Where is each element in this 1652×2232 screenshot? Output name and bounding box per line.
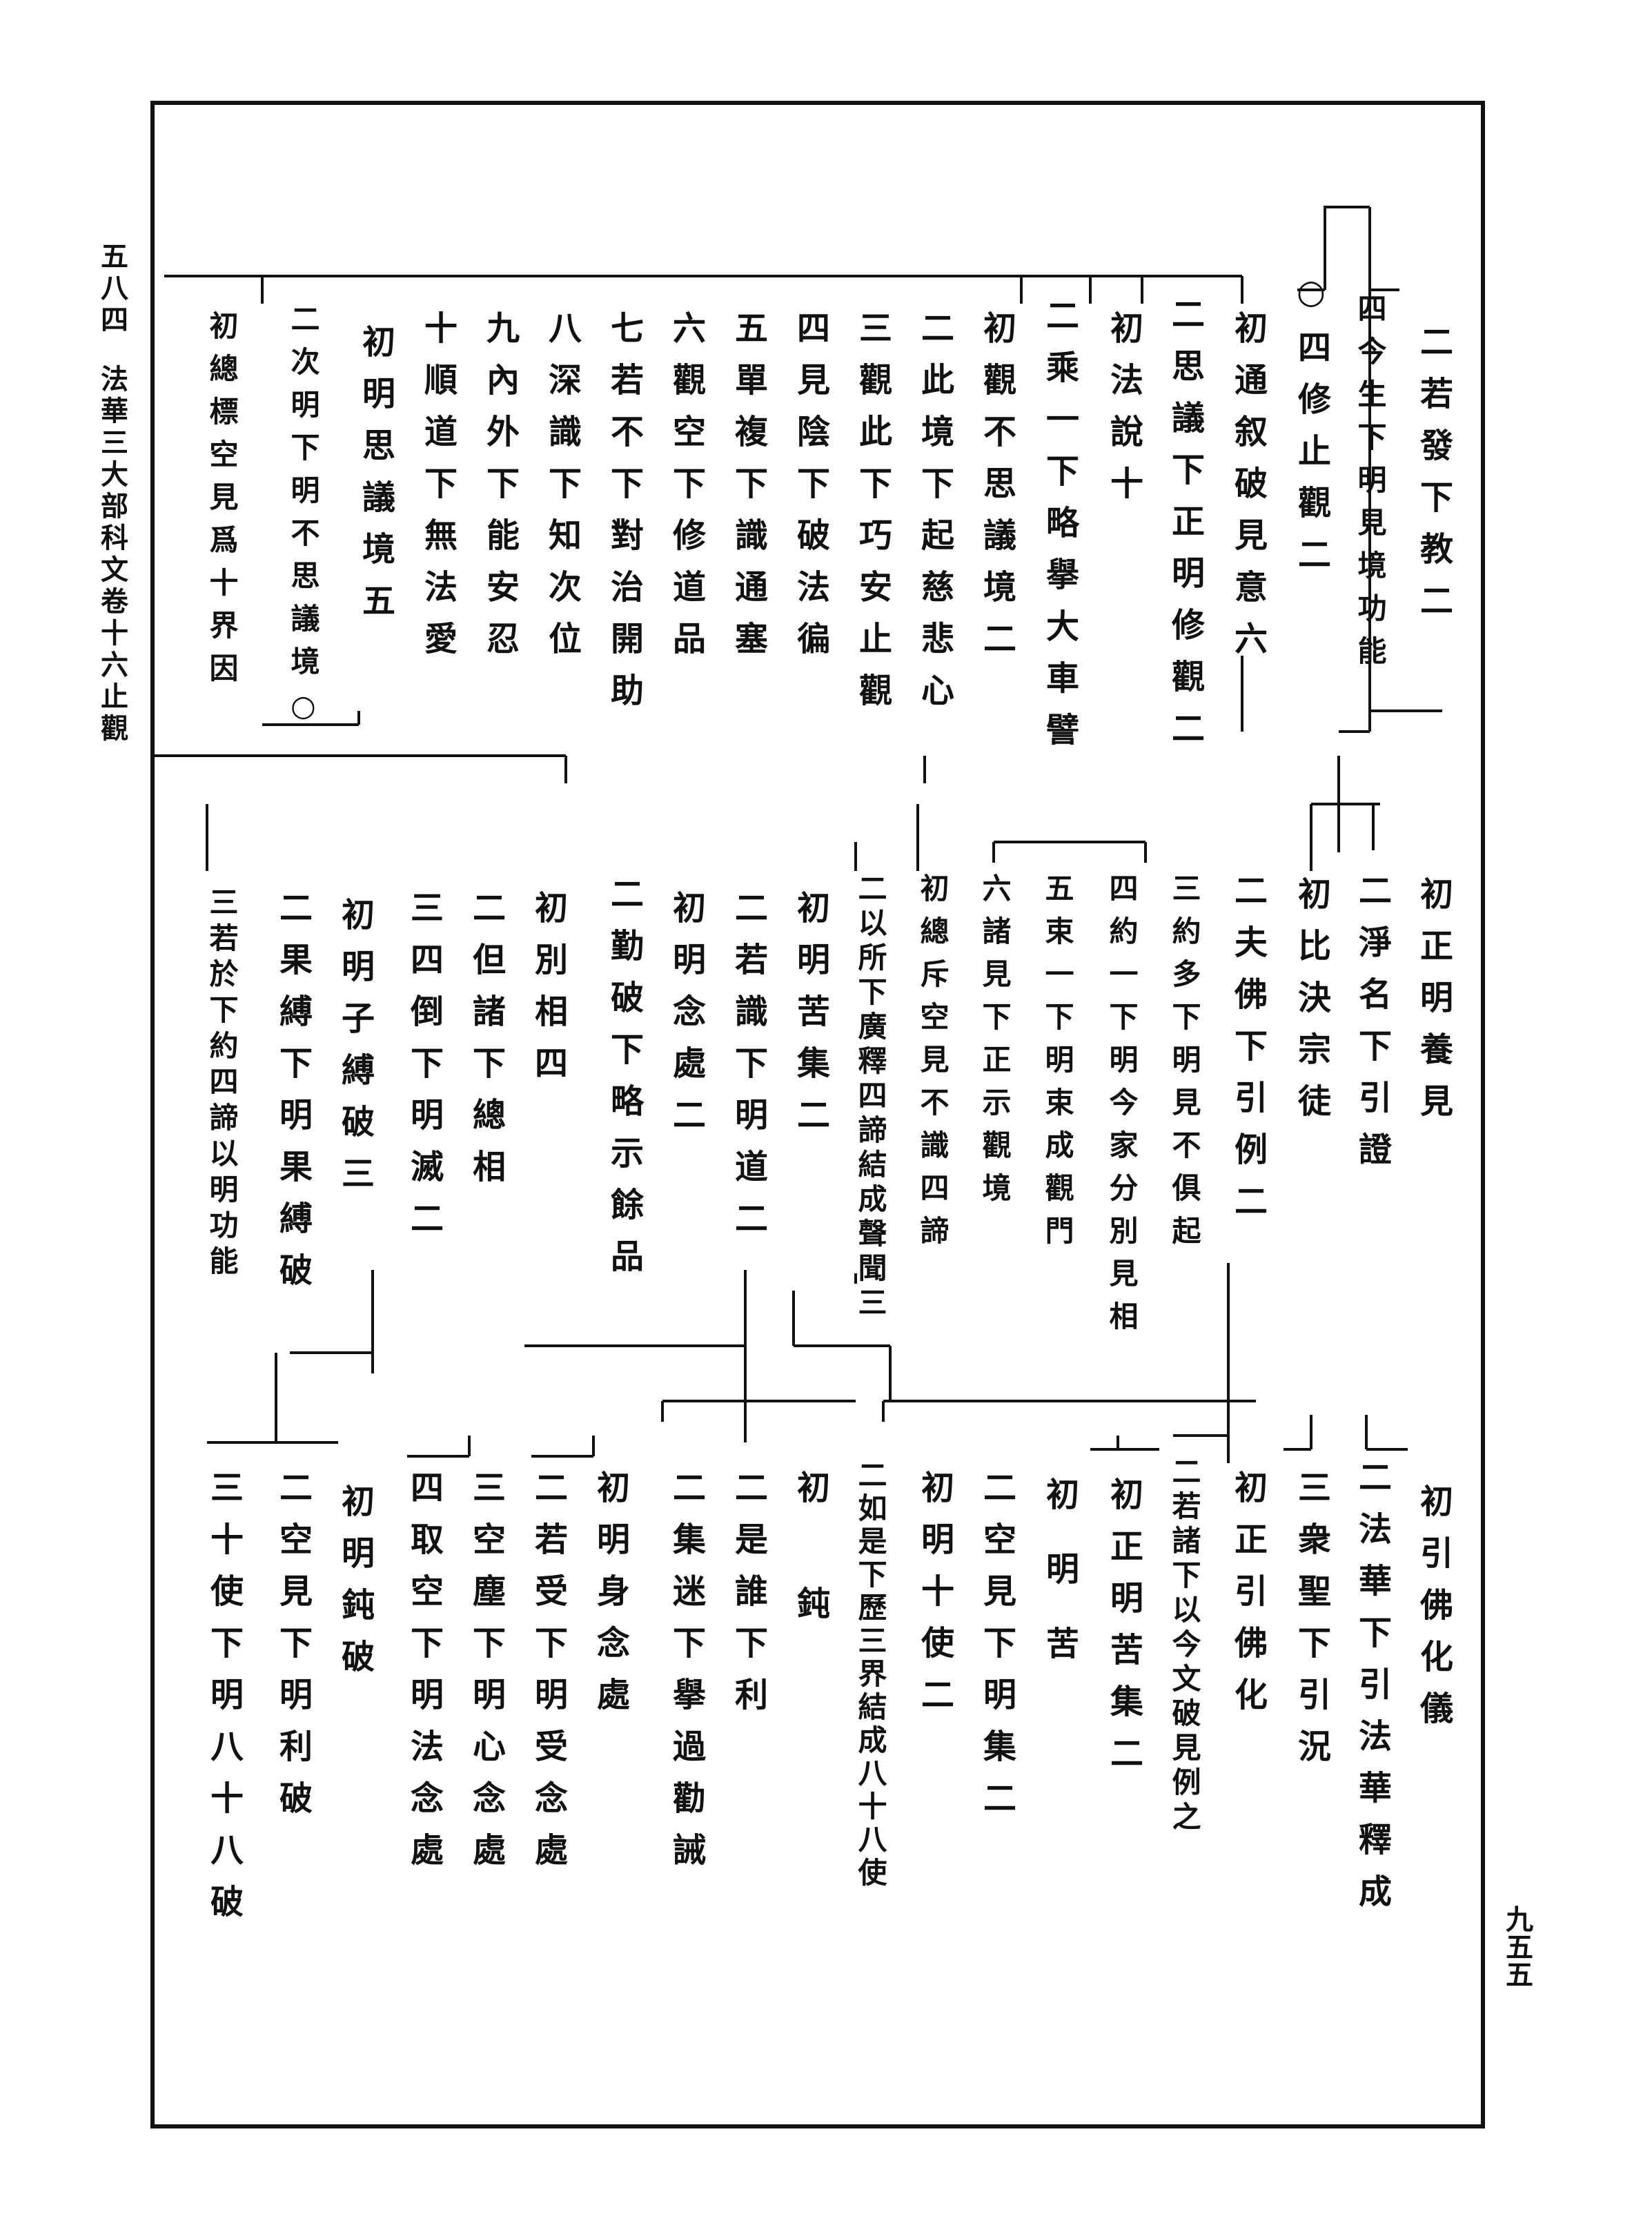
bracket-bot-3: [661, 1400, 1256, 1422]
bracket-top-3: [164, 275, 1243, 732]
outline-node: 初觀不思議境二: [977, 311, 1016, 673]
outline-node: 初明思議境五: [356, 324, 395, 635]
page-number-left: 五八四: [96, 242, 128, 337]
outline-node: 二思議下正明修觀二: [1166, 297, 1204, 763]
outline-node: 三觀此下巧安止觀: [853, 311, 892, 725]
bracket-top-main: [1368, 207, 1399, 711]
outline-node: 四取空下明法念處: [404, 1470, 443, 1884]
bracket-bot-5: [207, 1353, 338, 1444]
outline-node: 初明身念處: [591, 1470, 629, 1729]
outline-node: 初引佛化儀: [1414, 1484, 1453, 1743]
outline-node: 初明苦: [1040, 1477, 1079, 1701]
outline-node: 二勤破下略示餘品: [604, 877, 643, 1291]
outline-node: 二若受下明受念處: [529, 1470, 567, 1884]
outline-node: 初明念處二: [667, 890, 705, 1149]
outline-node: 四約一下明今家分別見相: [1105, 873, 1139, 1344]
outline-node: 初明十使二: [915, 1470, 954, 1729]
bracket-top-4: [261, 276, 1143, 304]
outline-node: 二但諸下總相: [466, 890, 505, 1201]
outline-node: 二集迷下擧過勸誡: [667, 1470, 705, 1884]
outline-node: 初比決宗徒: [1292, 877, 1330, 1135]
outline-node: 初正明苦集二: [1104, 1477, 1143, 1788]
outline-node: 八深識下知次位: [542, 311, 581, 673]
bracket-top-2: [1297, 206, 1370, 291]
page-number-right: 九五五: [1501, 1905, 1533, 1988]
outline-node: 七若不下對治開助: [604, 311, 643, 725]
outline-node: 初別相四: [529, 890, 567, 1097]
bracket-mid-1: [206, 803, 1380, 871]
book-title: 法華三大部科文卷十六止觀: [96, 364, 128, 745]
outline-node: 三四倒下明滅二: [404, 890, 443, 1253]
outline-node: 六諸見下正示觀境: [978, 873, 1012, 1215]
outline-node: 二乘一下略擧大車譬: [1040, 298, 1079, 764]
outline-node: 初通叙破見意六: [1228, 311, 1267, 673]
bracket-mid-2: [992, 841, 1147, 863]
outline-node: 二若諸下以今文破見例之: [1168, 1456, 1201, 1836]
outline-node: 三十使下明八十八破: [204, 1470, 243, 1936]
bracket-mid-5: [524, 1270, 747, 1442]
outline-node: 三若於下約四諦以明功能: [205, 887, 239, 1282]
outline-node: 二是誰下利: [729, 1470, 767, 1729]
outline-node: 初法說十: [1104, 311, 1143, 518]
outline-node: 五單複下識通塞: [729, 311, 767, 673]
outline-node: 二法華下引法華釋成: [1353, 1460, 1391, 1926]
outline-node: 五束一下明束成觀門: [1041, 873, 1074, 1258]
outline-node: 二次明下明不思議境○: [286, 304, 320, 736]
outline-node: 初正引佛化: [1228, 1470, 1267, 1729]
outline-node: 初總斥空見不識四諦: [916, 873, 950, 1258]
outline-node: 二若識下明道二: [729, 890, 767, 1253]
outline-node: 二果縛下明果縛破: [273, 890, 312, 1304]
bracket-mid-main: [152, 754, 1340, 852]
outline-node: 三空塵下明心念處: [466, 1470, 505, 1884]
outline-node: 初鈍: [791, 1470, 829, 1702]
page-border: [150, 101, 1485, 2128]
outline-node: 四今生下明見境功能: [1353, 293, 1387, 678]
bracket-mid-4: [290, 1270, 374, 1373]
outline-node: 初總標空見爲十界因: [205, 311, 239, 696]
outline-node: 二淨名下引證: [1353, 873, 1391, 1184]
outline-node: 二若發下教二: [1414, 324, 1453, 635]
outline-node: 二空見下明集二: [977, 1470, 1016, 1832]
outline-node: 二此境下起慈悲心: [915, 311, 954, 725]
bracket-bot-2: [1090, 1436, 1159, 1451]
outline-node: 二如是下歷三界結成八十八使: [854, 1460, 887, 1890]
bracket-top-1: [1339, 709, 1442, 733]
outline-node: 二夫佛下引例二: [1228, 873, 1267, 1235]
outline-node: 四見陰下破法徧: [791, 311, 829, 673]
outline-node: ○四修止觀二: [1292, 273, 1330, 589]
outline-node: 九內外下能安忍: [480, 311, 519, 673]
outline-node: 三衆聖下引況: [1292, 1470, 1330, 1781]
outline-node: 初明子縛破三: [335, 897, 374, 1208]
outline-node: 二空見下明利破: [273, 1470, 312, 1832]
bracket-mid-6: [1173, 1263, 1230, 1463]
bracket-mid-7: [792, 1291, 892, 1401]
outline-node: 初正明養見: [1414, 877, 1453, 1135]
outline-node: 六觀空下修道品: [667, 311, 705, 673]
bracket-bot-1: [1284, 1415, 1408, 1451]
page-header: 五八四法華三大部科文卷十六止觀: [96, 242, 128, 745]
outline-node: 二以所下廣釋四諦結成聲聞三: [854, 873, 887, 1322]
outline-node: 初明苦集二: [791, 890, 829, 1149]
outline-node: 初明鈍破: [335, 1484, 374, 1691]
bracket-bot-4: [407, 1436, 595, 1458]
outline-node: 三約多下明見不俱起: [1168, 873, 1201, 1258]
bracket-top-5: [262, 711, 360, 726]
outline-node: 十順道下無法愛: [418, 311, 457, 673]
